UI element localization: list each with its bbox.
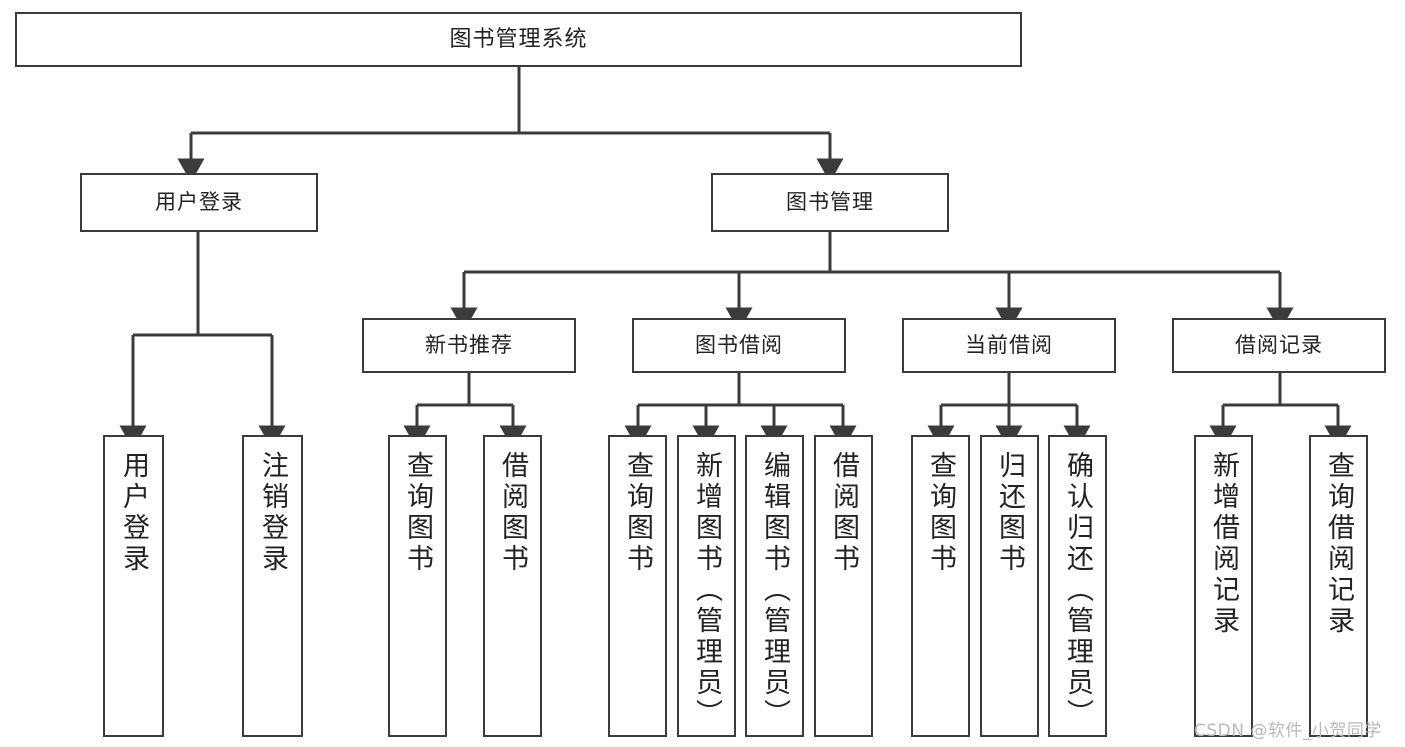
node-leaf-edit-book[interactable]: 编辑图书（管理员） (745, 435, 804, 737)
node-leaf-user-login[interactable]: 用户登录 (103, 435, 164, 737)
node-leaf-confirm-return[interactable]: 确认归还（管理员） (1048, 435, 1107, 737)
node-leaf-add-record[interactable]: 新增借阅记录 (1194, 435, 1253, 737)
node-leaf-query-book-1[interactable]: 查询图书 (388, 435, 447, 737)
node-label: 查询图书 (622, 451, 653, 575)
node-leaf-borrow-book-1[interactable]: 借阅图书 (483, 435, 542, 737)
node-book-manage[interactable]: 图书管理 (711, 173, 949, 232)
node-label: 查询图书 (925, 451, 956, 575)
node-label: 查询图书 (402, 451, 433, 575)
node-label: 用户登录 (155, 190, 243, 215)
node-label: 查询借阅记录 (1323, 451, 1354, 637)
node-label: 新增图书（管理员） (691, 451, 722, 730)
node-book-management-system[interactable]: 图书管理系统 (15, 12, 1022, 67)
node-label: 当前借阅 (965, 333, 1053, 358)
node-leaf-user-logout[interactable]: 注销登录 (242, 435, 303, 737)
node-label: 归还图书 (994, 451, 1025, 575)
node-leaf-borrow-book-2[interactable]: 借阅图书 (814, 435, 873, 737)
node-new-book-recommend[interactable]: 新书推荐 (362, 318, 576, 373)
node-leaf-query-record[interactable]: 查询借阅记录 (1309, 435, 1368, 737)
node-label: 图书借阅 (695, 333, 783, 358)
node-user-login[interactable]: 用户登录 (80, 173, 318, 232)
node-leaf-query-book-3[interactable]: 查询图书 (911, 435, 970, 737)
node-label: 编辑图书（管理员） (759, 451, 790, 730)
node-label: 图书管理 (786, 190, 874, 215)
node-label: 注销登录 (257, 451, 288, 575)
node-borrow-record[interactable]: 借阅记录 (1172, 318, 1386, 373)
node-label: 图书管理系统 (449, 26, 588, 52)
node-book-borrow[interactable]: 图书借阅 (632, 318, 846, 373)
node-label: 借阅记录 (1235, 333, 1323, 358)
node-label: 借阅图书 (828, 451, 859, 575)
node-current-borrow[interactable]: 当前借阅 (902, 318, 1116, 373)
node-leaf-add-book[interactable]: 新增图书（管理员） (677, 435, 736, 737)
node-label: 新书推荐 (425, 333, 513, 358)
node-label: 确认归还（管理员） (1062, 451, 1093, 730)
node-label: 借阅图书 (497, 451, 528, 575)
node-label: 新增借阅记录 (1208, 451, 1239, 637)
node-label: 用户登录 (118, 451, 149, 575)
node-leaf-query-book-2[interactable]: 查询图书 (608, 435, 667, 737)
node-leaf-return-book[interactable]: 归还图书 (980, 435, 1039, 737)
csdn-watermark: CSDN @软件_小贺同学 (1194, 721, 1382, 741)
